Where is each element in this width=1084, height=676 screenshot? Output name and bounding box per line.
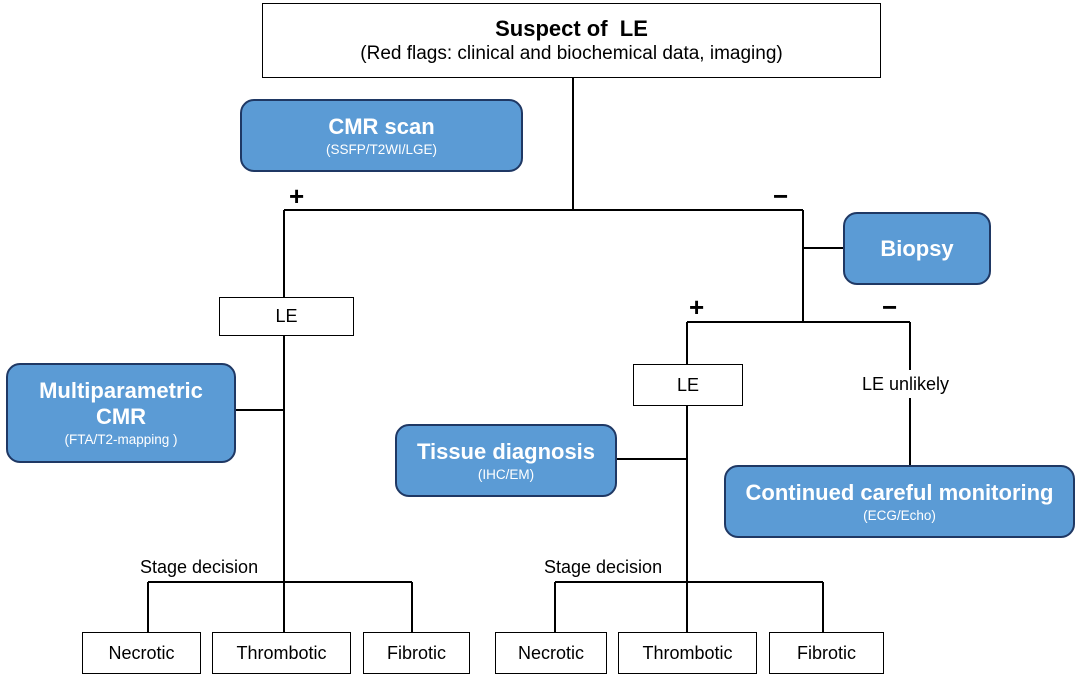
minus-sign-biopsy: − xyxy=(882,292,898,322)
multiparametric-cmr-node: Multiparametric CMR (FTA/T2-mapping ) xyxy=(6,363,236,463)
outcome-necrotic-left: Necrotic xyxy=(82,632,201,674)
monitoring-node: Continued careful monitoring (ECG/Echo) xyxy=(724,465,1075,538)
multiparametric-line1: Multiparametric xyxy=(39,378,203,404)
minus-sign-cmr: − xyxy=(773,181,789,211)
stage-decision-left: Stage decision xyxy=(137,557,262,578)
outcome-thrombotic-right: Thrombotic xyxy=(618,632,757,674)
multiparametric-sub: (FTA/T2-mapping ) xyxy=(64,432,178,448)
plus-sign-cmr: + xyxy=(289,181,305,211)
cmr-scan-node: CMR scan (SSFP/T2WI/LGE) xyxy=(240,99,523,172)
suspect-le-subtitle: (Red flags: clinical and biochemical dat… xyxy=(360,43,783,65)
multiparametric-line2: CMR xyxy=(95,403,147,429)
outcome-necrotic-right: Necrotic xyxy=(495,632,607,674)
tissue-diagnosis-node: Tissue diagnosis (IHC/EM) xyxy=(395,424,617,497)
plus-sign-biopsy: + xyxy=(689,292,705,322)
monitoring-sub: (ECG/Echo) xyxy=(863,507,936,523)
suspect-le-title: Suspect of LE xyxy=(495,15,648,41)
monitoring-title: Continued careful monitoring xyxy=(745,479,1054,505)
biopsy-title: Biopsy xyxy=(880,235,954,261)
le-box-left: LE xyxy=(219,297,354,336)
outcome-fibrotic-right: Fibrotic xyxy=(769,632,884,674)
cmr-scan-title: CMR scan xyxy=(328,113,435,139)
cmr-scan-sub: (SSFP/T2WI/LGE) xyxy=(325,141,437,157)
le-box-right: LE xyxy=(633,364,743,406)
tissue-diagnosis-sub: (IHC/EM) xyxy=(477,466,535,482)
tissue-diagnosis-title: Tissue diagnosis xyxy=(416,438,596,464)
le-unlikely-label: LE unlikely xyxy=(860,374,952,395)
outcome-thrombotic-left: Thrombotic xyxy=(212,632,351,674)
biopsy-node: Biopsy xyxy=(843,212,991,285)
suspect-le-box: Suspect of LE (Red flags: clinical and b… xyxy=(262,3,881,78)
stage-decision-right: Stage decision xyxy=(541,557,666,578)
outcome-fibrotic-left: Fibrotic xyxy=(363,632,470,674)
